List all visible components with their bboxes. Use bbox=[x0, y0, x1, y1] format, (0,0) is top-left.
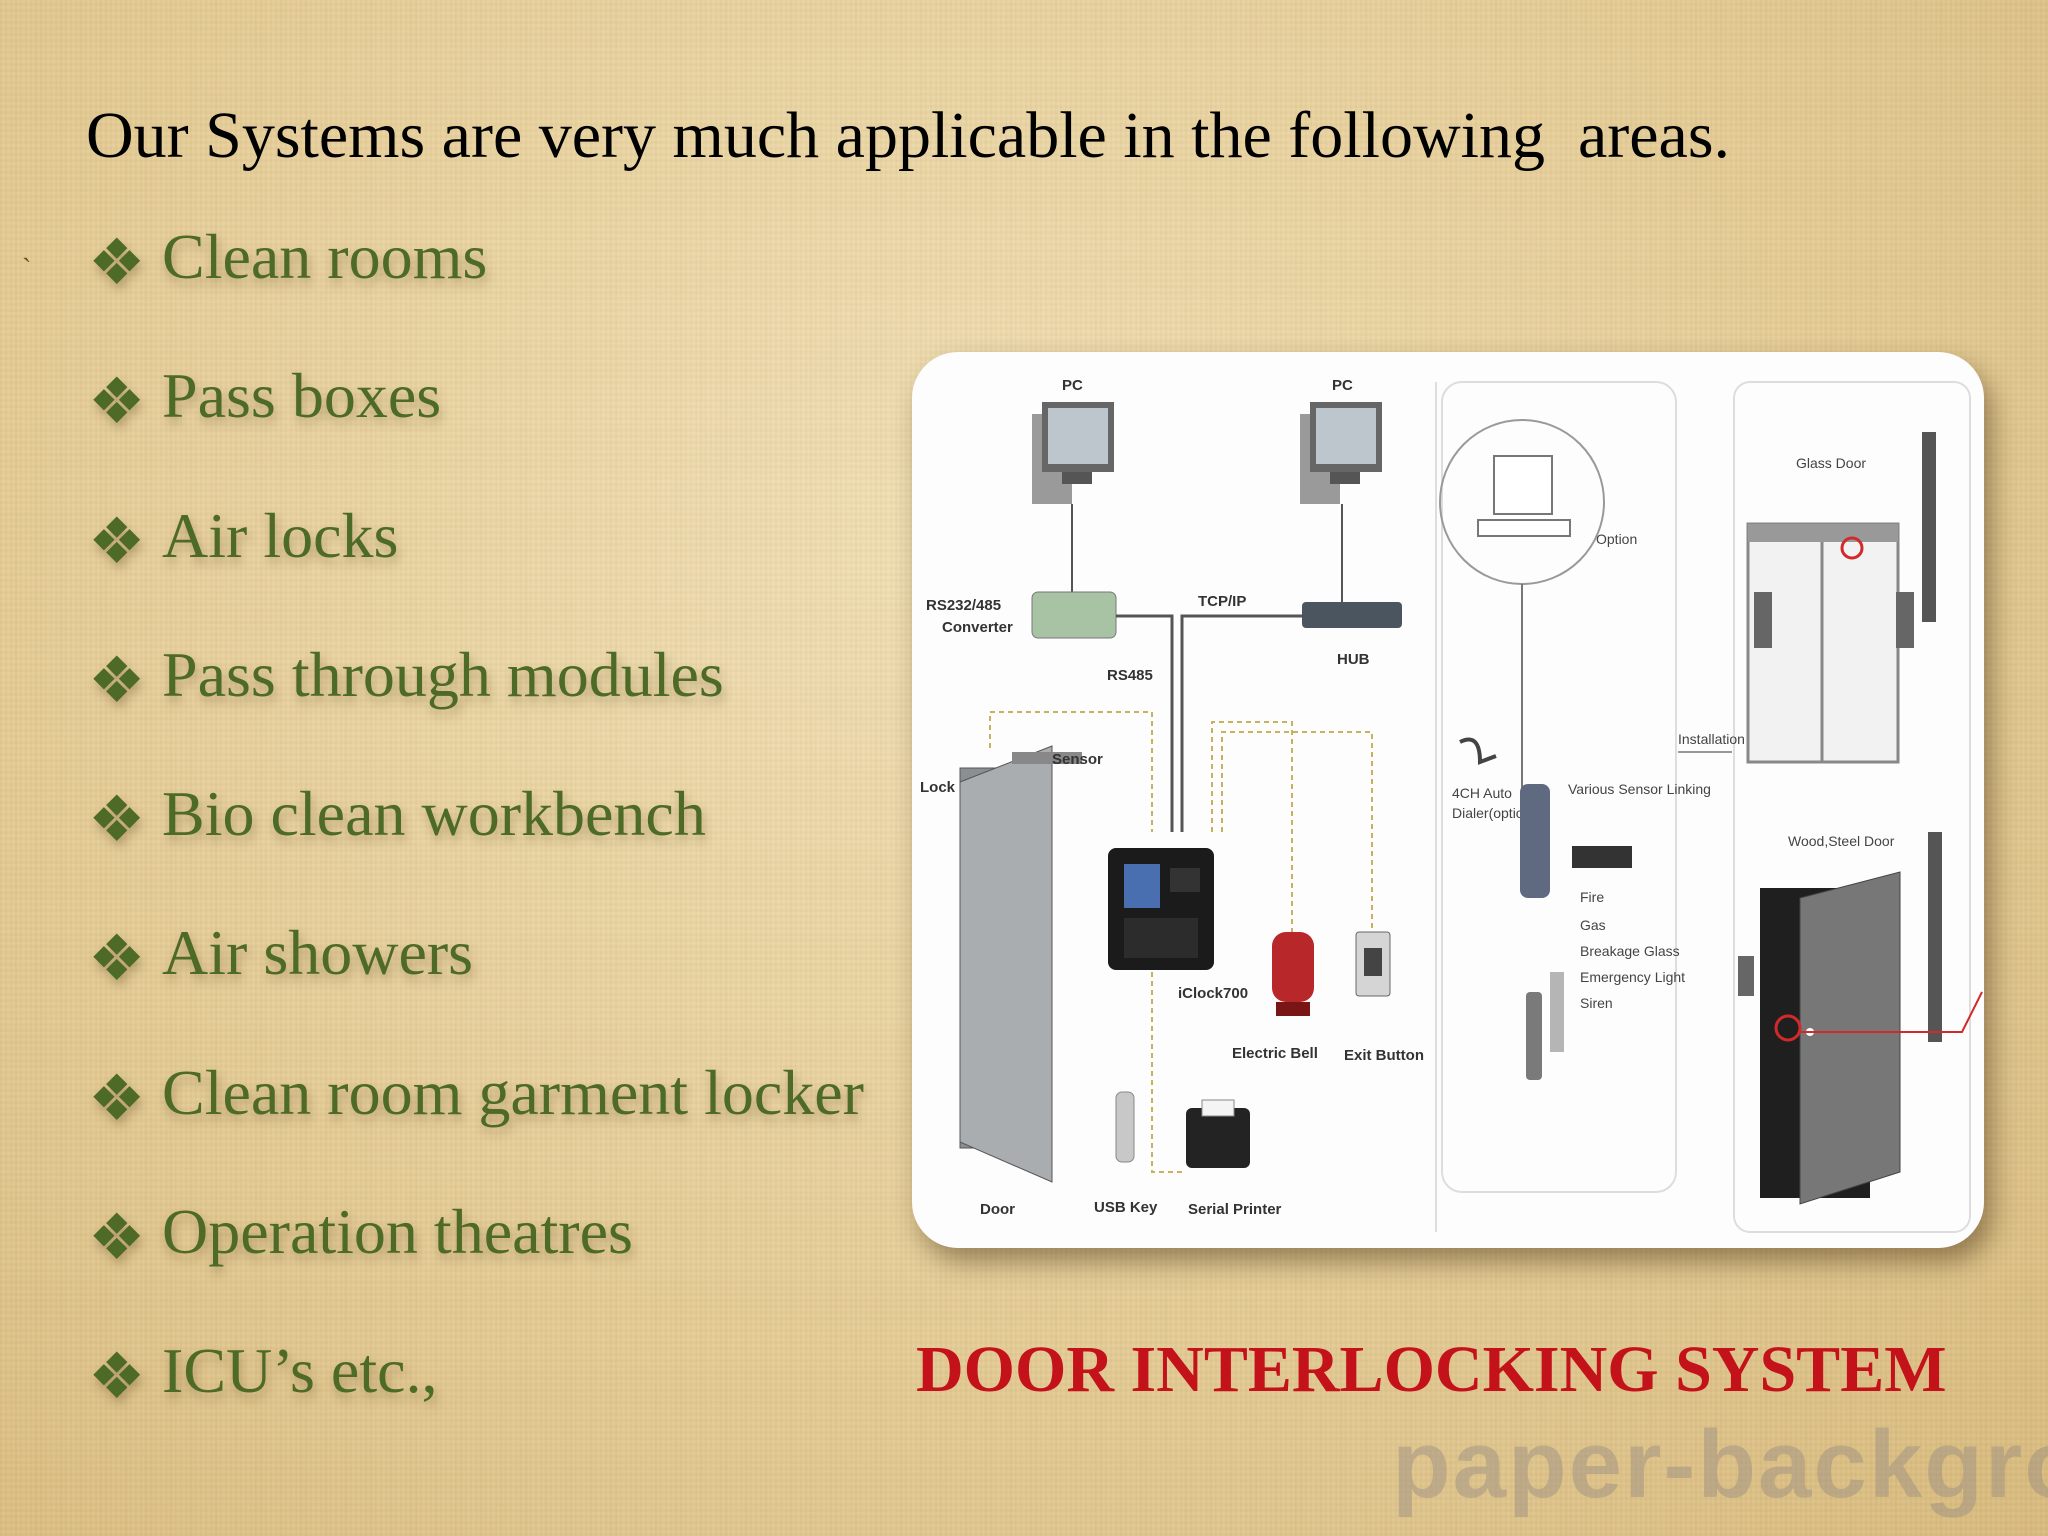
electric-bell-icon bbox=[1272, 932, 1314, 1016]
sensor-linking-label: Various Sensor Linking bbox=[1568, 781, 1711, 797]
exit-button-label: Exit Button bbox=[1344, 1047, 1424, 1064]
option-label: Option bbox=[1596, 531, 1637, 547]
door-label: Door bbox=[980, 1201, 1015, 1218]
sensor-breakage-glass: Breakage Glass bbox=[1580, 943, 1680, 959]
pc-right-label: PC bbox=[1332, 377, 1353, 394]
sensor-siren: Siren bbox=[1580, 995, 1613, 1011]
list-item: ❖Air locks bbox=[88, 499, 864, 638]
list-item: ❖Bio clean workbench bbox=[88, 777, 864, 916]
glass-door-label: Glass Door bbox=[1796, 455, 1866, 471]
list-item-label: ICU’s etc., bbox=[162, 1335, 438, 1407]
converter-icon bbox=[1031, 591, 1117, 639]
sensor-emergency-light: Emergency Light bbox=[1580, 969, 1685, 985]
installation-label: Installation bbox=[1678, 731, 1745, 747]
list-item: ❖Air showers bbox=[88, 916, 864, 1055]
wood-steel-door-icon bbox=[1738, 832, 1942, 1205]
lock-sensor-icon bbox=[1012, 752, 1082, 764]
list-item-label: Pass boxes bbox=[162, 360, 442, 432]
glass-door-icon bbox=[1746, 432, 1936, 764]
usb-key-label: USB Key bbox=[1094, 1199, 1158, 1216]
alarm-sensor-icon bbox=[1526, 992, 1542, 1080]
list-item: ❖Pass through modules bbox=[88, 638, 864, 777]
diamond-bullet-icon: ❖ bbox=[88, 923, 146, 995]
rs485-label: RS485 bbox=[1107, 667, 1153, 684]
system-diagram-svg: PC PC RS232/485 Converter HUB TCP/IP RS4… bbox=[920, 377, 1983, 1233]
list-item-label: Pass through modules bbox=[162, 638, 724, 710]
slide-heading: Our Systems are very much applicable in … bbox=[86, 99, 1731, 172]
diagram-caption: DOOR INTERLOCKING SYSTEM bbox=[916, 1333, 1947, 1406]
list-item-label: Clean rooms bbox=[162, 221, 488, 292]
doors-panel-frame bbox=[1733, 381, 1971, 1233]
watermark: paper-backgro bbox=[1392, 1411, 2048, 1518]
list-item-label: Air showers bbox=[162, 917, 474, 989]
iclock-label: iClock700 bbox=[1178, 985, 1248, 1002]
sensor-devices-icon bbox=[1572, 846, 1632, 868]
electric-bell-label: Electric Bell bbox=[1232, 1045, 1318, 1062]
auto-dialer-label-1: 4CH Auto bbox=[1452, 785, 1512, 801]
list-item: ❖Clean rooms bbox=[88, 220, 864, 359]
option-computer-icon bbox=[1477, 455, 1571, 537]
serial-printer-label: Serial Printer bbox=[1188, 1201, 1282, 1218]
stray-mark: ˏ bbox=[22, 232, 32, 263]
tcpip-label: TCP/IP bbox=[1198, 593, 1246, 610]
diamond-bullet-icon: ❖ bbox=[88, 505, 146, 577]
usb-key-icon bbox=[1115, 1091, 1135, 1163]
lock-label: Lock bbox=[920, 779, 956, 796]
door-interlocking-diagram: PC PC RS232/485 Converter HUB TCP/IP RS4… bbox=[912, 352, 1984, 1248]
pc-right-icon bbox=[1300, 402, 1382, 504]
converter-label-2: Converter bbox=[942, 619, 1013, 636]
list-item: ❖ICU’s etc., bbox=[88, 1334, 864, 1473]
list-item-label: Bio clean workbench bbox=[162, 778, 706, 850]
diamond-bullet-icon: ❖ bbox=[88, 644, 146, 716]
pc-left-icon bbox=[1032, 402, 1114, 504]
list-item-label: Operation theatres bbox=[162, 1196, 633, 1268]
wood-steel-door-label: Wood,Steel Door bbox=[1788, 833, 1895, 849]
list-item-label: Clean room garment locker bbox=[162, 1056, 864, 1128]
pc-left-label: PC bbox=[1062, 377, 1083, 394]
dialer-phone-icon bbox=[1459, 737, 1497, 765]
alarm-panel-frame bbox=[1441, 381, 1677, 1193]
list-item: ❖Clean room garment locker bbox=[88, 1056, 864, 1195]
list-item-label: Air locks bbox=[162, 499, 399, 571]
diamond-bullet-icon: ❖ bbox=[88, 1062, 146, 1134]
diamond-bullet-icon: ❖ bbox=[88, 227, 146, 298]
sensor-label: Sensor bbox=[1052, 751, 1103, 768]
hub-label: HUB bbox=[1337, 651, 1370, 668]
sensor-fire: Fire bbox=[1580, 889, 1604, 905]
diamond-bullet-icon: ❖ bbox=[88, 366, 146, 438]
diamond-bullet-icon: ❖ bbox=[88, 1341, 146, 1413]
exit-button-icon bbox=[1355, 931, 1391, 997]
converter-label-1: RS232/485 bbox=[926, 597, 1001, 614]
alarm-sensor-icon-2 bbox=[1550, 972, 1564, 1052]
diamond-bullet-icon: ❖ bbox=[88, 784, 146, 856]
alarm-keypad-icon bbox=[1520, 784, 1550, 898]
iclock-terminal-icon bbox=[1108, 848, 1214, 970]
sensor-gas: Gas bbox=[1580, 917, 1606, 933]
list-item: ❖Operation theatres bbox=[88, 1195, 864, 1334]
hub-icon bbox=[1302, 602, 1402, 628]
auto-dialer-label-2: Dialer(option) bbox=[1452, 805, 1536, 821]
diamond-bullet-icon: ❖ bbox=[88, 1202, 146, 1274]
list-item: ❖Pass boxes bbox=[88, 359, 864, 498]
serial-printer-icon bbox=[1186, 1099, 1250, 1168]
door-icon bbox=[959, 745, 1053, 1183]
application-areas-list: ❖Clean rooms ❖Pass boxes ❖Air locks ❖Pas… bbox=[88, 220, 864, 1474]
